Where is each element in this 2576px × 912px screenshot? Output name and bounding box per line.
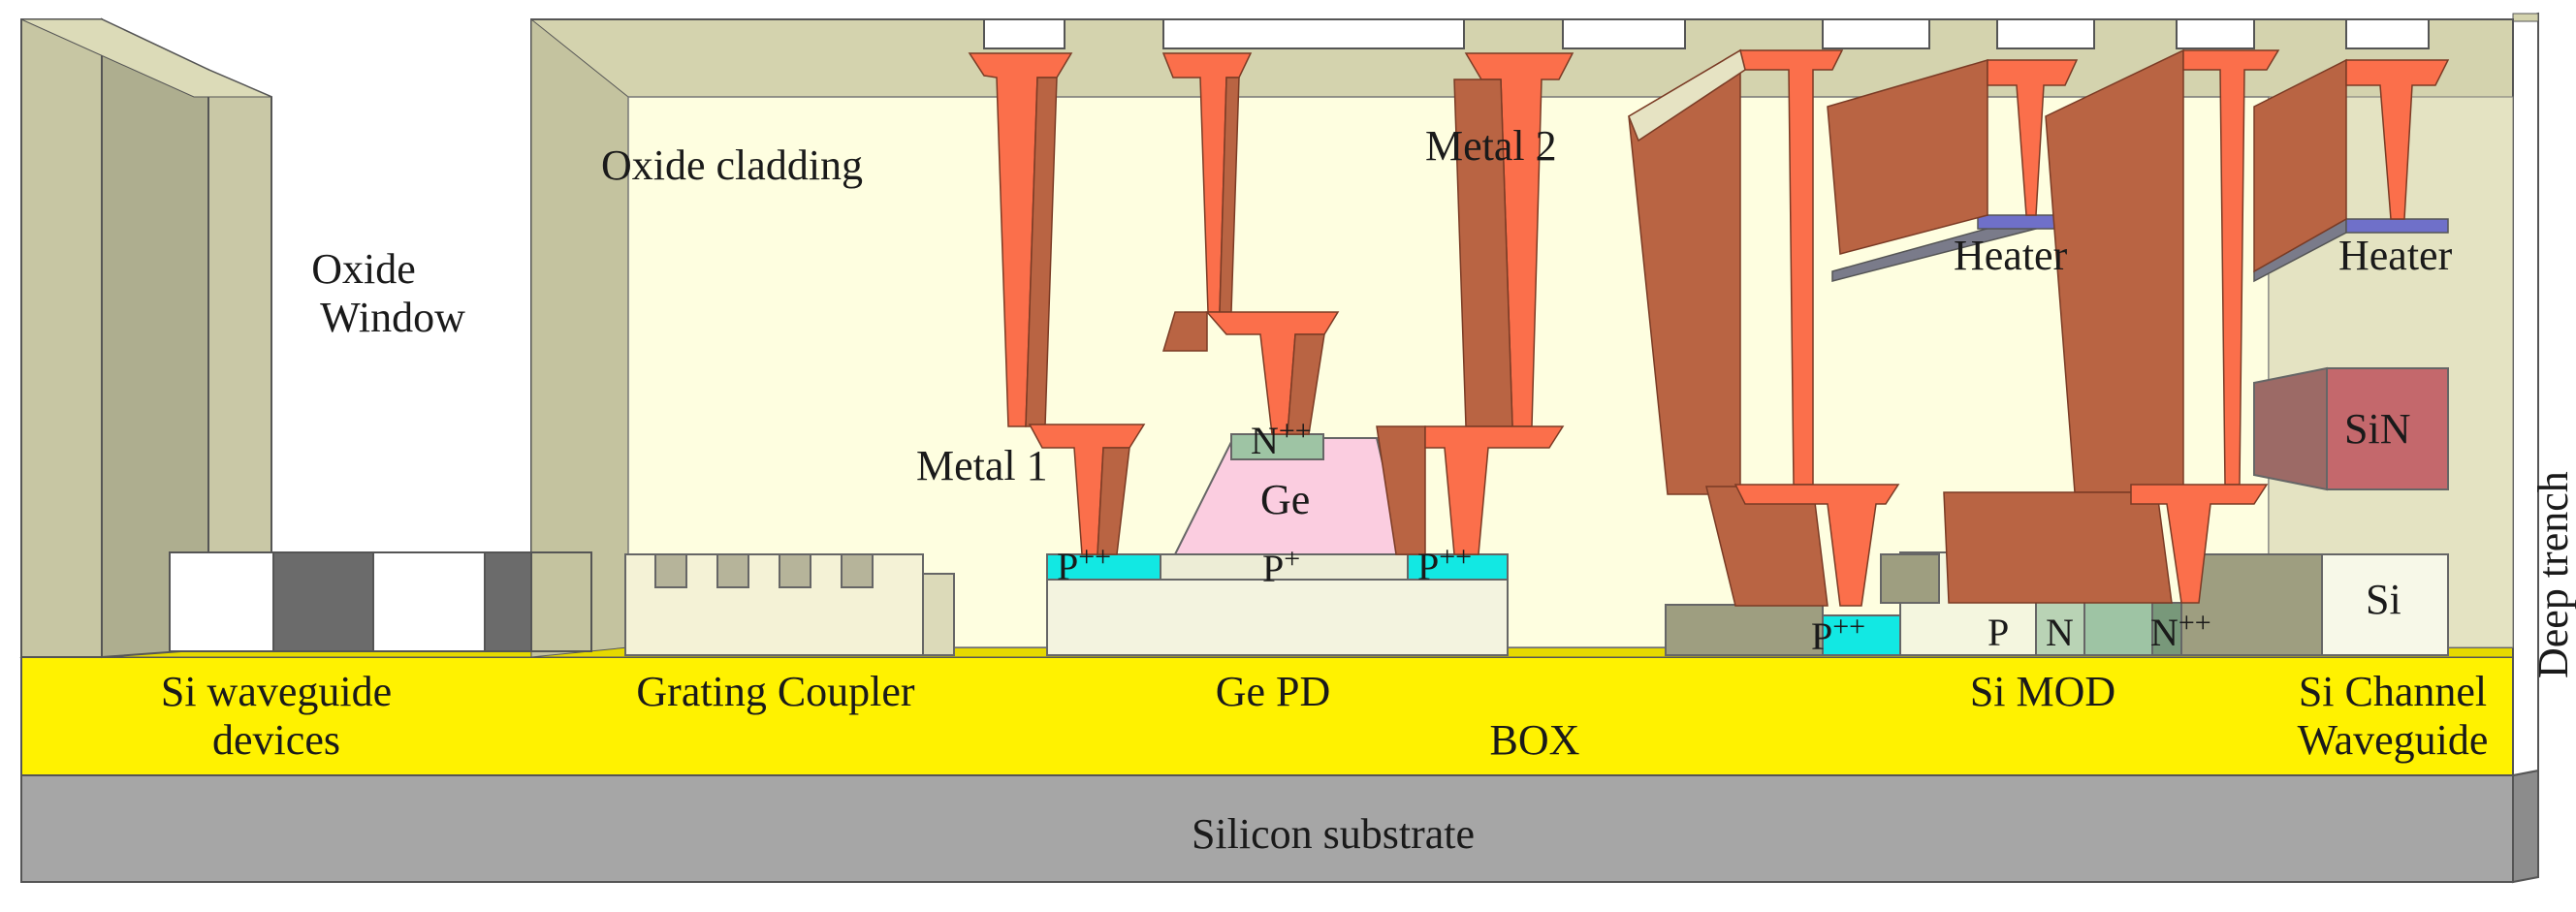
metal1-via-right	[1424, 425, 1565, 555]
heater-via-2	[2345, 59, 2450, 220]
si-label: Si	[2366, 576, 2401, 623]
heater-via-1-side	[1827, 59, 1988, 255]
metal1-mod-right-side	[1943, 491, 2173, 604]
box-label: BOX	[1490, 716, 1580, 764]
metal2-bar-mod-top	[1628, 48, 1746, 142]
metal1-pad-mid	[1161, 311, 1208, 352]
oxide-window-label-line2: Window	[320, 294, 465, 341]
oxide-window-label-line1: Oxide	[311, 245, 416, 293]
oxide-window-block	[20, 17, 272, 659]
diagram-labels: Oxide Window Oxide cladding Metal 2 Meta…	[161, 122, 2576, 858]
pp-left-label: P++	[1057, 541, 1111, 588]
nn-ge-label: N++	[1251, 415, 1312, 462]
si-waveguide-devices-label-line1: Si waveguide	[161, 668, 392, 715]
mod-nn-label: N++	[2150, 607, 2211, 654]
metal1-via-right-side	[1376, 425, 1426, 555]
metal1-label: Metal 1	[916, 442, 1048, 489]
si-waveguide-devices-label-line2: devices	[212, 716, 340, 764]
metal1-mod-right	[2130, 484, 2269, 604]
grating-coupler-label: Grating Coupler	[636, 668, 915, 715]
si-channel-waveguide-label-line2: Waveguide	[2298, 716, 2489, 764]
heater-label-2: Heater	[2338, 232, 2453, 279]
heater-label-1: Heater	[1954, 232, 2068, 279]
metal1-via-mid-side	[1287, 333, 1325, 435]
heaters	[1831, 214, 2449, 283]
top-notches	[983, 18, 2430, 49]
si-mod-label: Si MOD	[1970, 668, 2115, 715]
heater-via-1	[1987, 59, 2079, 216]
metal1-via-left-side	[1097, 447, 1130, 555]
substrate-label: Silicon substrate	[1192, 810, 1475, 858]
oxide-cladding-label: Oxide cladding	[601, 142, 863, 189]
sin-label: SiN	[2344, 405, 2410, 453]
ge-label: Ge	[1260, 476, 1310, 523]
grating-coupler	[624, 553, 955, 656]
sin-block	[2253, 366, 2449, 491]
deep-trench-label: Deep trench	[2529, 471, 2576, 678]
mod-n-label: N	[2046, 611, 2074, 654]
p-plus-label: P+	[1262, 543, 1300, 590]
si-channel-waveguide-label-line1: Si Channel	[2299, 668, 2487, 715]
metal1-mod-left	[1733, 484, 1900, 607]
mod-p-label: P	[1988, 611, 2009, 654]
si-channel-waveguide	[2180, 553, 2449, 656]
ge-pd-label: Ge PD	[1216, 668, 1331, 715]
ge-pd-device	[1046, 433, 1509, 656]
metal-interconnects	[968, 48, 2450, 607]
heater-via-2-side	[2253, 58, 2347, 273]
pp-mod-label: P++	[1811, 611, 1865, 658]
si-waveguide-blocks	[169, 551, 592, 652]
pp-right-label: P++	[1417, 541, 1472, 588]
metal2-label: Metal 2	[1425, 122, 1557, 170]
